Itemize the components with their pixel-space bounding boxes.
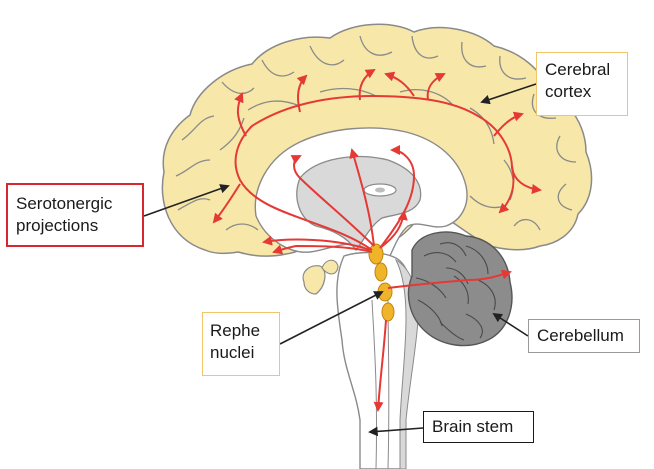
label-cerebellum: Cerebellum bbox=[528, 319, 640, 353]
small-lobe bbox=[321, 259, 339, 275]
label-serotonergic-projections: Serotonergic projections bbox=[6, 183, 144, 247]
label-raphe-line2: nuclei bbox=[210, 343, 255, 362]
cerebellum-shape bbox=[407, 231, 513, 347]
pointer-brain-stem bbox=[368, 426, 424, 437]
pointer-cerebellum bbox=[492, 312, 529, 337]
ventricle-dot bbox=[375, 187, 385, 193]
label-cerebellum-text: Cerebellum bbox=[537, 326, 624, 345]
label-pointer-arrows bbox=[143, 83, 537, 437]
pointer-raphe bbox=[279, 291, 384, 345]
pointer-cerebral-cortex bbox=[480, 83, 537, 105]
label-brain-stem-text: Brain stem bbox=[432, 417, 514, 436]
label-raphe-line1: Rephe bbox=[210, 321, 261, 340]
stem-line bbox=[371, 299, 378, 469]
pituitary bbox=[302, 265, 326, 295]
label-brain-stem: Brain stem bbox=[423, 411, 534, 443]
thalamus-region bbox=[296, 155, 422, 252]
label-raphe-nuclei: Rephe nuclei bbox=[202, 312, 280, 376]
label-cerebral-cortex-line1: Cerebral bbox=[545, 60, 611, 79]
label-cerebral-cortex: Cerebral cortex bbox=[536, 52, 628, 116]
label-cerebral-cortex-line2: cortex bbox=[545, 82, 592, 101]
label-serotonergic-line2: projections bbox=[16, 216, 99, 235]
label-serotonergic-line1: Serotonergic bbox=[16, 194, 113, 213]
serotonergic-projection-arrows bbox=[212, 68, 542, 412]
pointer-serotonergic bbox=[143, 184, 230, 217]
